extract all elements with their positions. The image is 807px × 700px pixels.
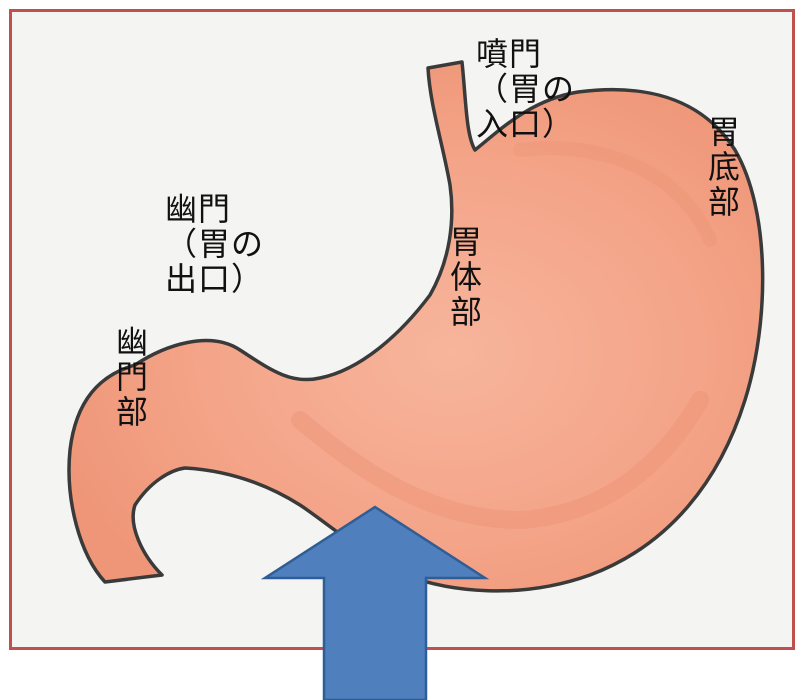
label-cardia-line: （胃の <box>476 73 575 108</box>
label-pyloric-part-char: 門 <box>116 355 149 390</box>
label-body-char: 部 <box>450 290 483 325</box>
label-fundus: 胃 底 部 <box>708 110 741 216</box>
label-pylorus-line: （胃の <box>165 228 264 263</box>
label-cardia-line: 入口） <box>476 108 575 143</box>
label-fundus-char: 部 <box>708 180 741 215</box>
label-pyloric-part-char: 幽 <box>116 320 149 355</box>
label-body-char: 体 <box>450 255 483 290</box>
label-pylorus-line: 出口） <box>165 263 264 298</box>
label-pylorus-line: 幽門 <box>165 193 264 228</box>
label-pyloric-part-char: 部 <box>116 390 149 425</box>
label-fundus-char: 胃 <box>708 110 741 145</box>
label-body-char: 胃 <box>450 220 483 255</box>
label-cardia-line: 噴門 <box>476 38 575 73</box>
label-body: 胃 体 部 <box>450 220 483 326</box>
stomach-shape <box>69 62 763 591</box>
label-cardia: 噴門 （胃の 入口） <box>476 38 575 144</box>
label-pylorus: 幽門 （胃の 出口） <box>165 193 264 299</box>
label-pyloric-part: 幽 門 部 <box>116 320 149 426</box>
label-fundus-char: 底 <box>708 145 741 180</box>
